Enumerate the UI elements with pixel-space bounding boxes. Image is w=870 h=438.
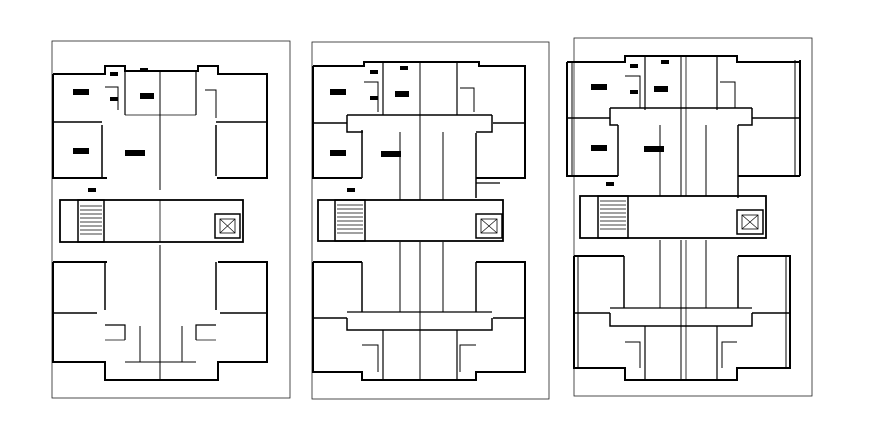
- floor-plan-2: [311, 41, 550, 400]
- sheet-border-plan-1: [51, 40, 291, 399]
- sheet-border-plan-3: [573, 37, 813, 397]
- upper-wing-plan-1: [52, 65, 268, 190]
- room-labels-plan-3: [591, 60, 669, 186]
- stair-core-plan-3: [579, 195, 767, 239]
- stair-core-plan-1: [59, 199, 244, 243]
- upper-wing-plan-3: [566, 55, 801, 198]
- floor-plan-3: [566, 37, 813, 397]
- upper-wing-plan-2: [312, 61, 526, 200]
- floor-plan-1: [51, 40, 291, 399]
- room-labels-plan-2: [330, 66, 409, 192]
- sheet-border-plan-2: [311, 41, 550, 400]
- lower-wing-plan-1: [52, 245, 268, 381]
- room-labels-plan-1: [73, 68, 154, 192]
- lower-wing-plan-2: [312, 242, 526, 381]
- stair-core-plan-2: [317, 199, 504, 242]
- lower-wing-plan-3: [573, 240, 791, 381]
